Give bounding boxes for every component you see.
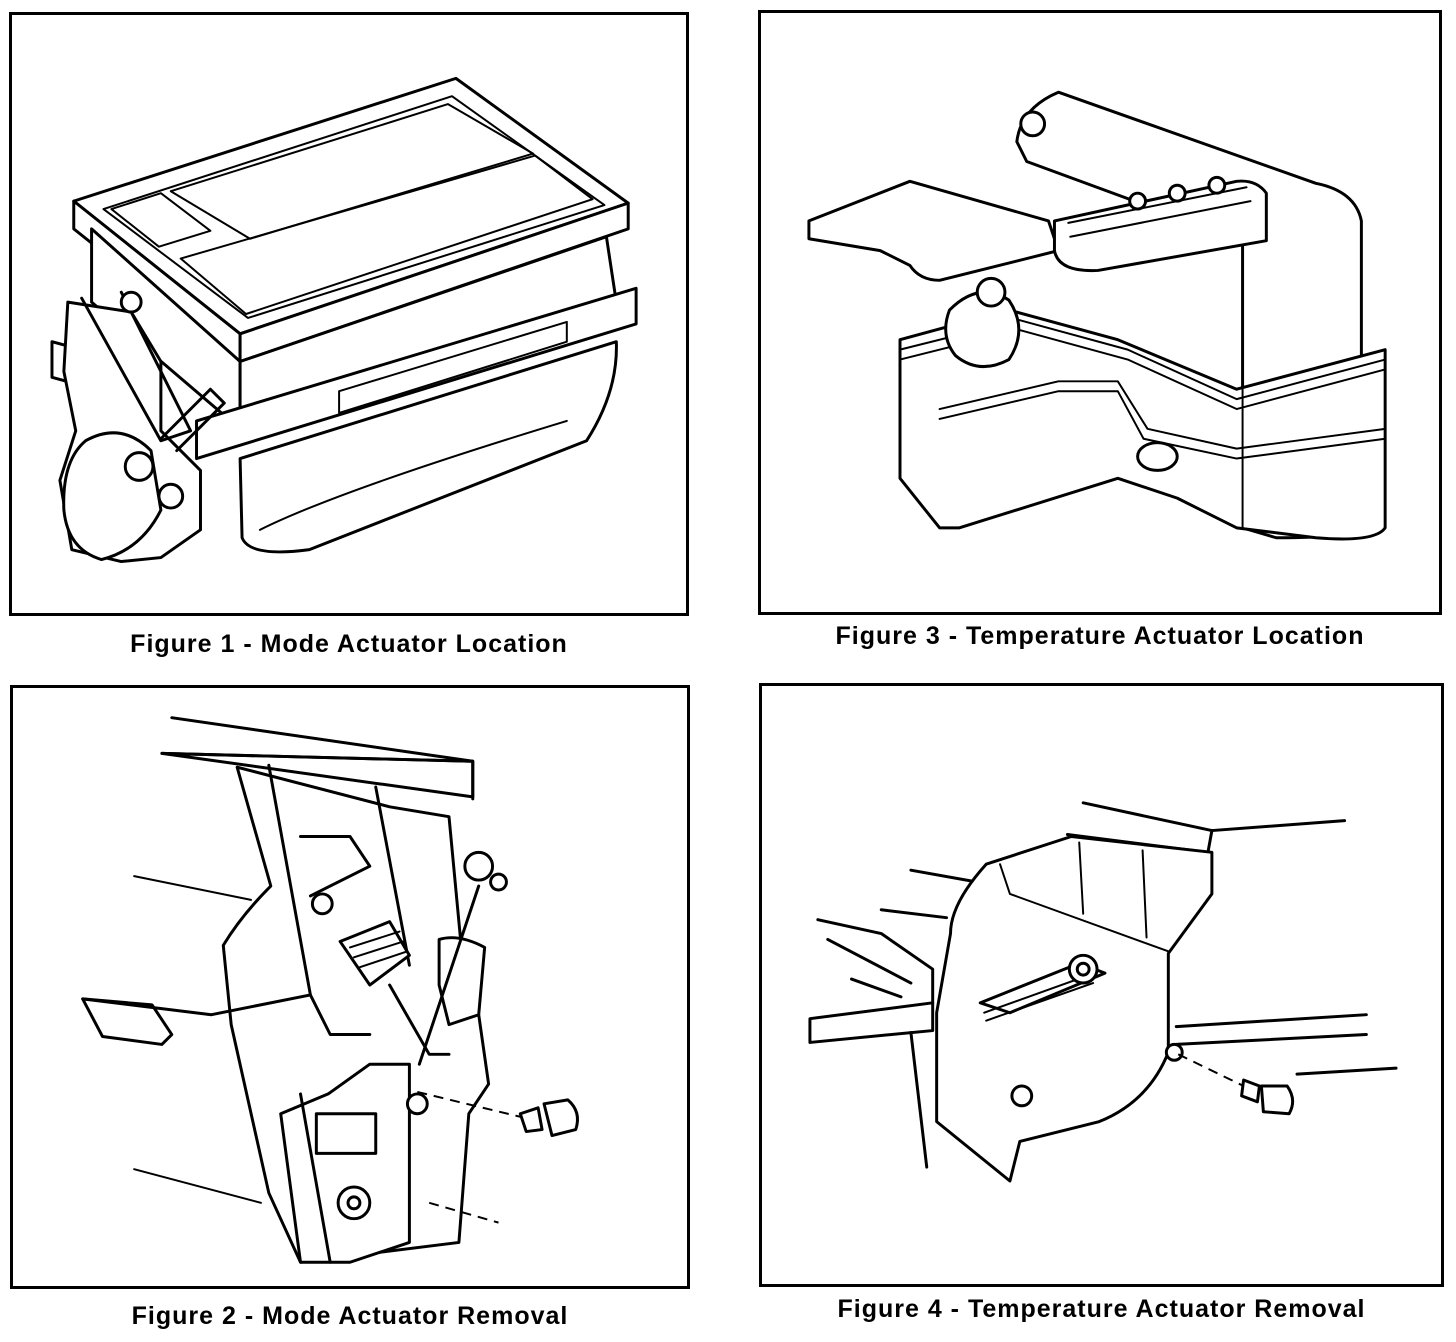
- figure-2-illustration: [10, 685, 690, 1289]
- housing: [935, 835, 1214, 1183]
- temperature-actuator-removal-drawing: [808, 801, 1398, 1183]
- screw: [1259, 1084, 1295, 1116]
- temperature-actuator-location-drawing: [807, 90, 1387, 541]
- figure-2-caption: Figure 2 - Mode Actuator Removal: [131, 1302, 569, 1330]
- figure-4-caption: Figure 4 - Temperature Actuator Removal: [837, 1295, 1366, 1323]
- mode-actuator-removal-drawing: [81, 716, 579, 1264]
- figure-3-illustration: [758, 10, 1442, 615]
- left-duct: [807, 179, 1060, 282]
- figure-1-illustration: [9, 12, 689, 616]
- temperature-actuator: [1052, 179, 1268, 273]
- mode-actuator-location-drawing: [50, 76, 638, 564]
- lower-case: [238, 340, 618, 554]
- lower-body: [898, 308, 1387, 541]
- figure-1-caption: Figure 1 - Mode Actuator Location: [130, 630, 568, 658]
- left-duct: [808, 1001, 935, 1044]
- figure-3-caption: Figure 3 - Temperature Actuator Location: [835, 622, 1365, 650]
- screw: [542, 1098, 579, 1137]
- figure-4-illustration: [759, 683, 1444, 1287]
